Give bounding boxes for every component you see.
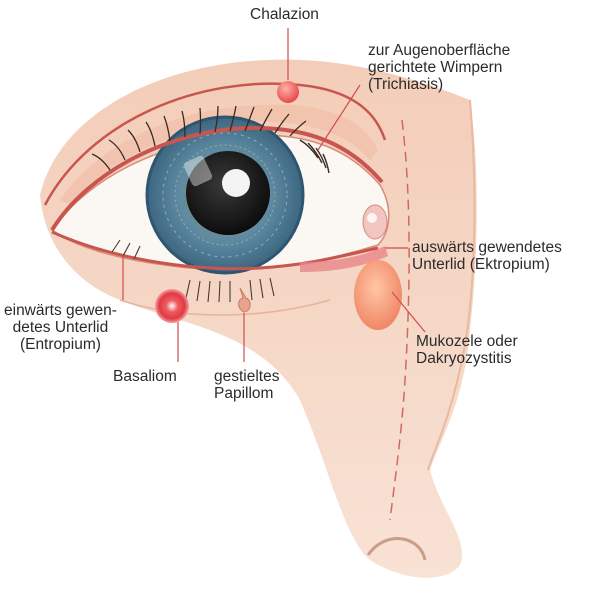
basaliom-lesion <box>155 289 189 323</box>
label-papillom: gestieltes Papillom <box>214 368 279 402</box>
label-mukozele: Mukozele oder Dakryozystitis <box>416 333 518 367</box>
label-entropium: einwärts gewen- detes Unterlid (Entropiu… <box>4 302 117 353</box>
pupil-highlight <box>222 169 250 197</box>
chalazion-lesion <box>277 81 299 103</box>
label-trichiasis: zur Augenoberfläche gerichtete Wimpern (… <box>368 42 510 93</box>
label-chalazion: Chalazion <box>250 6 319 23</box>
label-basaliom: Basaliom <box>113 368 177 385</box>
label-ektropium: auswärts gewendetes Unterlid (Ektropium) <box>412 239 562 273</box>
